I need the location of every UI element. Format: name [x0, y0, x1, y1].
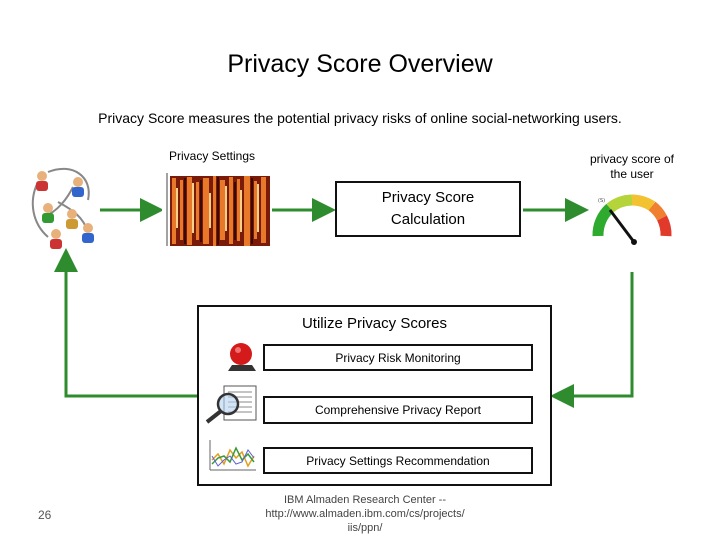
calculation-label-line2: Calculation: [390, 211, 466, 228]
comprehensive-privacy-report-box: Comprehensive Privacy Report: [263, 396, 533, 424]
utilize-title: Utilize Privacy Scores: [301, 315, 448, 332]
privacy-score-calculation-box: Privacy Score Calculation: [335, 181, 521, 237]
footer-credit: IBM Almaden Research Center -- http://ww…: [240, 493, 490, 535]
score-label-line2: the user: [610, 167, 654, 181]
arrow-score-to-utilize: [550, 272, 634, 408]
alarm-bell-icon: [228, 343, 256, 371]
page-title: Privacy Score Overview: [227, 50, 493, 78]
slide-number: 26: [38, 508, 52, 522]
line-chart-icon: [209, 440, 256, 471]
privacy-score-gauge-icon: (S): [592, 194, 672, 245]
arrow-utilize-to-users: [54, 248, 197, 398]
magnifier-report-icon: [205, 385, 257, 424]
footer-line3: iis/ppn/: [347, 522, 383, 534]
svg-text:(S): (S): [598, 198, 605, 204]
privacy-risk-monitoring-box: Privacy Risk Monitoring: [263, 344, 533, 371]
score-label-line1: privacy score of: [589, 152, 675, 166]
privacy-score-label: privacy score of the user: [582, 152, 682, 182]
privacy-settings-recommendation-box: Privacy Settings Recommendation: [263, 447, 533, 474]
footer-line2: http://www.almaden.ibm.com/cs/projects/: [265, 508, 465, 520]
privacy-settings-label: Privacy Settings: [169, 149, 256, 163]
footer-line1: IBM Almaden Research Center --: [283, 494, 446, 506]
social-network-users-icon: [31, 167, 94, 249]
subtitle: Privacy Score measures the potential pri…: [98, 110, 622, 126]
calculation-label-line1: Privacy Score: [381, 189, 475, 206]
privacy-settings-heatmap: [162, 168, 272, 248]
